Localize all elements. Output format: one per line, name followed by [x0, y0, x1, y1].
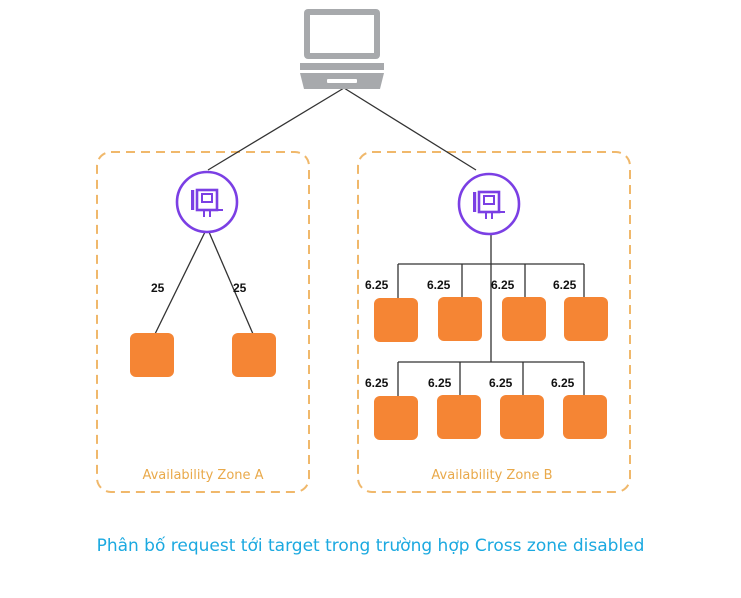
weight-label: 25: [151, 281, 165, 295]
zone-b-connectors: [397, 234, 585, 398]
ec2-instance-icon: [563, 395, 607, 439]
load-balancer-icon: [175, 170, 239, 234]
weight-label: 6.25: [553, 278, 577, 292]
ec2-instance-icon: [502, 297, 546, 341]
zone-a-label: Availability Zone A: [142, 468, 263, 483]
client-to-lb-b-line: [343, 87, 477, 171]
weight-label: 6.25: [491, 278, 515, 292]
ec2-instance-icon: [374, 298, 418, 342]
laptop-icon: [300, 9, 384, 89]
ec2-instance-icon: [437, 395, 481, 439]
weight-label: 25: [233, 281, 247, 295]
ec2-instance-icon: [374, 396, 418, 440]
ec2-instance-icon: [130, 333, 174, 377]
ec2-instance-icon: [564, 297, 608, 341]
ec2-instance-icon: [232, 333, 276, 377]
client-to-lb-a-line: [207, 87, 345, 171]
weight-label: 6.25: [551, 376, 575, 390]
weight-label: 6.25: [428, 376, 452, 390]
zone-b-box: [357, 151, 631, 493]
weight-label: 6.25: [427, 278, 451, 292]
caption: Phân bố request tới target trong trường …: [96, 536, 645, 556]
weight-label: 6.25: [365, 278, 389, 292]
weight-label: 6.25: [489, 376, 513, 390]
ec2-instance-icon: [438, 297, 482, 341]
ec2-instance-icon: [500, 395, 544, 439]
zone-b-label: Availability Zone B: [431, 468, 552, 483]
zone-a-box: [96, 151, 310, 493]
weight-label: 6.25: [365, 376, 389, 390]
zone-a-connectors: [154, 231, 254, 335]
load-balancer-icon: [457, 172, 521, 236]
